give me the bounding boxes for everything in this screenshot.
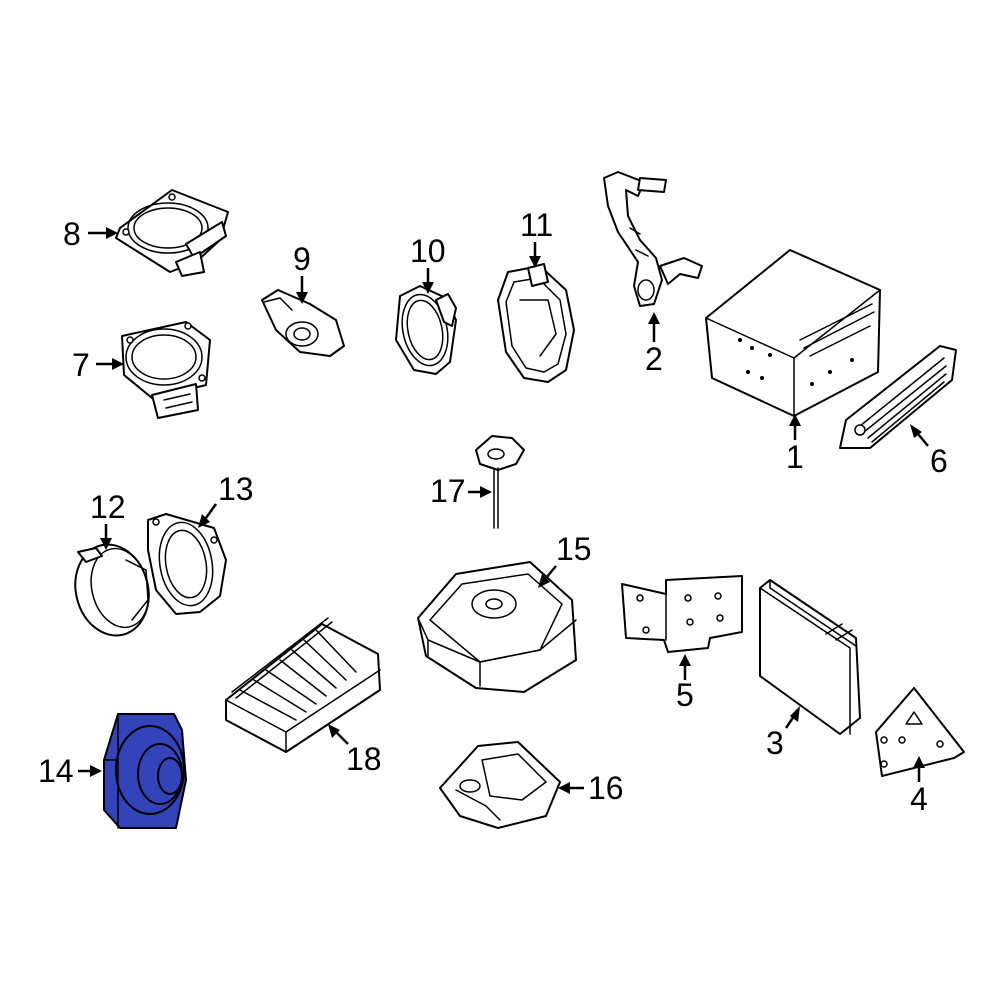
callout-3-label: 3 — [766, 725, 784, 761]
callout-11-label: 11 — [520, 207, 553, 243]
callout-9-label: 9 — [293, 241, 311, 277]
callout-18-arrow — [328, 724, 340, 738]
callout-7-arrow — [112, 358, 124, 370]
callout-10-label: 10 — [410, 233, 446, 269]
callout-13-label: 13 — [218, 471, 254, 507]
callout-13: 13 — [198, 471, 254, 528]
callout-18: 18 — [328, 724, 382, 777]
callout-2-arrow — [648, 312, 660, 324]
callout-15-arrow — [538, 574, 550, 588]
callout-2: 2 — [645, 312, 663, 377]
part-6-bezel-vent[interactable] — [839, 345, 957, 449]
callout-14-arrow — [90, 765, 102, 777]
callout-6: 6 — [910, 424, 948, 479]
callout-7: 7 — [72, 347, 124, 383]
callout-14-label: 14 — [38, 753, 74, 789]
callout-3: 3 — [766, 706, 800, 761]
part-2-wiring-harness[interactable] — [603, 171, 703, 307]
callout-2-label: 2 — [645, 341, 663, 377]
callout-16-label: 16 — [588, 770, 624, 806]
part-13-speaker-adapter[interactable] — [147, 513, 227, 615]
callout-17: 17 — [430, 473, 492, 509]
part-12-speaker[interactable] — [66, 537, 158, 644]
callout-10: 10 — [410, 233, 446, 294]
callout-9: 9 — [293, 241, 311, 304]
callout-18-label: 18 — [346, 741, 382, 777]
part-11-speaker-housing[interactable] — [497, 263, 575, 383]
part-5-mounting-bracket[interactable] — [621, 575, 743, 653]
callout-5-label: 5 — [676, 677, 694, 713]
callout-14: 14 — [38, 753, 102, 789]
callout-11-arrow — [529, 256, 541, 268]
callout-12: 12 — [90, 489, 126, 550]
callout-6-arrow — [910, 424, 922, 438]
callout-12-arrow — [100, 538, 112, 550]
callout-1: 1 — [786, 414, 804, 475]
part-3-control-module[interactable] — [759, 579, 861, 735]
part-16-mounting-plate[interactable] — [439, 741, 561, 829]
callout-8: 8 — [63, 216, 118, 252]
part-4-bracket[interactable] — [875, 687, 965, 777]
callout-6-label: 6 — [930, 443, 948, 479]
part-8-speaker-bracket[interactable] — [115, 189, 229, 277]
callout-17-label: 17 — [430, 473, 466, 509]
callout-18-leader — [335, 731, 349, 745]
callout-8-label: 8 — [63, 216, 81, 252]
part-18-amplifier[interactable] — [225, 617, 381, 753]
callout-16: 16 — [558, 770, 624, 806]
callout-11: 11 — [520, 207, 553, 268]
callout-13-arrow — [198, 514, 210, 528]
callout-1-arrow — [789, 414, 801, 426]
callout-4: 4 — [910, 756, 928, 817]
callout-16-arrow — [558, 782, 570, 794]
callout-7-label: 7 — [72, 347, 90, 383]
callout-13-leader — [204, 503, 218, 519]
callout-1-label: 1 — [786, 439, 804, 475]
callout-17-arrow — [480, 486, 492, 498]
callout-12-label: 12 — [90, 489, 126, 525]
part-10-speaker-cone[interactable] — [395, 285, 457, 375]
part-17-push-pin[interactable] — [475, 435, 525, 529]
callout-15-label: 15 — [556, 531, 592, 567]
part-7-speaker[interactable] — [121, 321, 211, 419]
callout-4-arrow — [913, 756, 925, 768]
callout-5-arrow — [679, 654, 691, 666]
callout-15: 15 — [538, 531, 592, 588]
callout-4-label: 4 — [910, 781, 928, 817]
callout-8-arrow — [106, 227, 118, 239]
part-14-cone-inner — [157, 757, 183, 795]
part-14-speaker-highlighted[interactable] — [103, 713, 187, 829]
callout-5: 5 — [676, 654, 694, 713]
part-9-tweeter[interactable] — [261, 289, 345, 357]
callout-15-leader — [545, 565, 557, 579]
part-15-subwoofer[interactable] — [417, 561, 577, 693]
callout-3-arrow — [790, 706, 800, 722]
callout-10-arrow — [422, 282, 434, 294]
part-1-head-unit[interactable] — [705, 249, 881, 417]
callout-9-arrow — [296, 292, 308, 304]
callout-6-leader — [917, 433, 929, 447]
